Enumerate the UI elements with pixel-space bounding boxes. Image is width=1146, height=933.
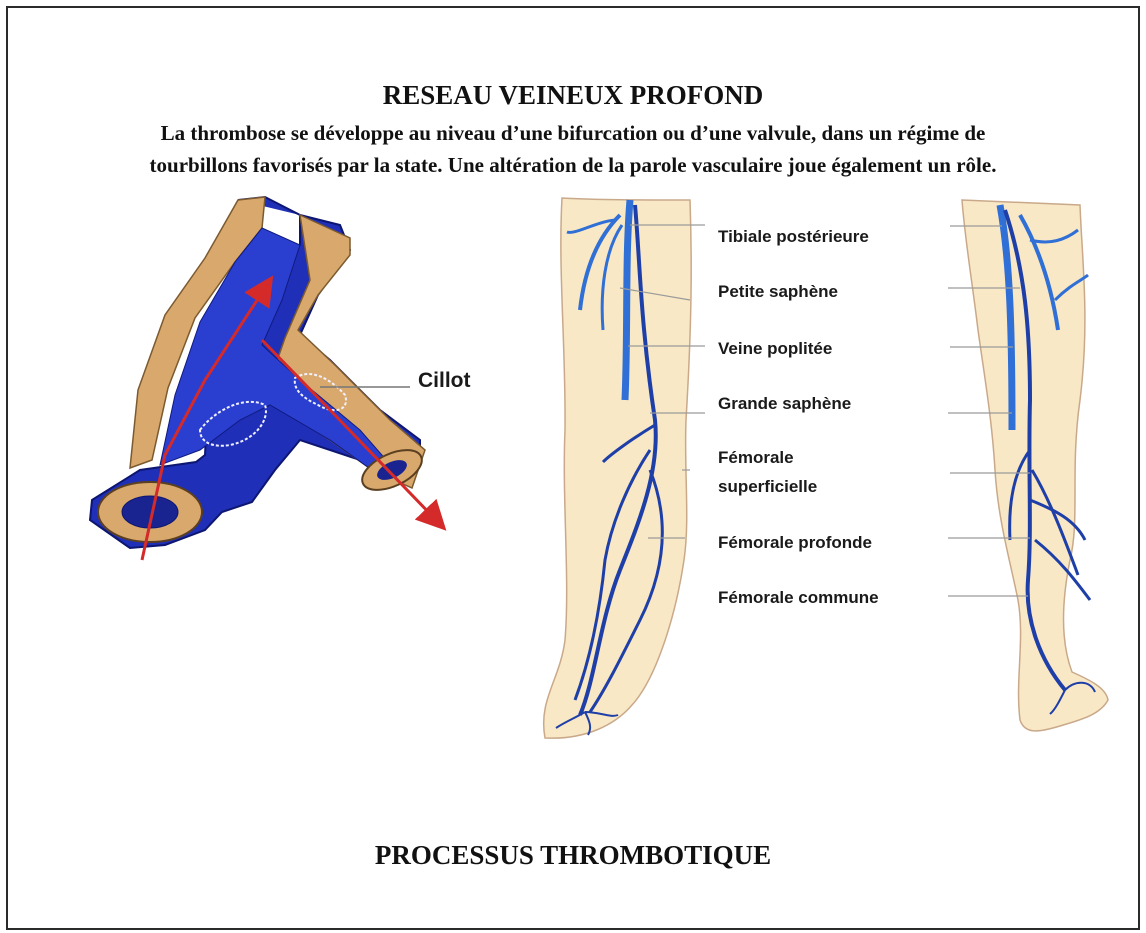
label-petite-saphene: Petite saphène [718,277,838,306]
vessel-bifurcation [90,197,436,560]
section-title-processus: PROCESSUS THROMBOTIQUE [0,840,1146,871]
leg-front-view [544,198,692,738]
label-superficielle: superficielle [718,472,817,501]
label-femorale-profonde: Fémorale profonde [718,528,872,557]
leg-back-outline [962,200,1108,731]
label-veine-poplitee: Veine poplitée [718,334,832,363]
label-tibiale-posterieure: Tibiale postérieure [718,222,869,251]
label-grande-saphene: Grande saphène [718,389,851,418]
leg-back-view [962,200,1108,731]
clot-label: Cillot [418,369,471,393]
front-vein-1 [625,200,630,400]
label-femorale-commune: Fémorale commune [718,583,879,612]
leg-front-outline [544,198,692,738]
label-femorale: Fémorale [718,443,794,472]
